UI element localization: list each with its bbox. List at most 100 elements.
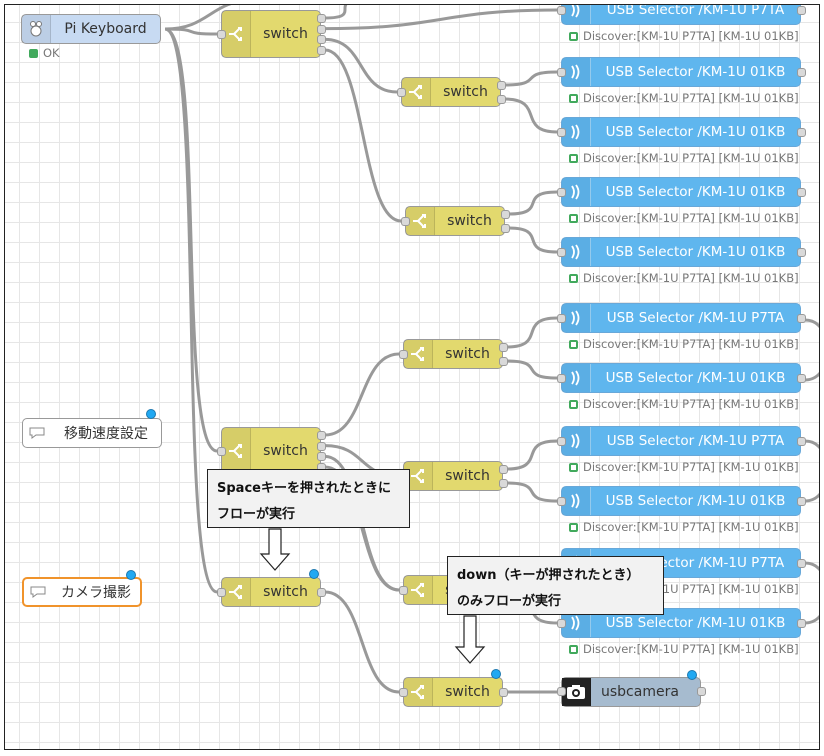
wire[interactable]	[324, 37, 398, 94]
input-port[interactable]	[217, 447, 226, 456]
status-ring-icon	[569, 213, 578, 223]
output-port[interactable]	[499, 479, 508, 488]
input-port[interactable]	[557, 437, 566, 446]
output-port[interactable]	[797, 248, 806, 257]
comment-icon	[23, 419, 51, 447]
input-port[interactable]	[557, 188, 566, 197]
input-port[interactable]	[399, 586, 408, 595]
output-port[interactable]	[797, 374, 806, 383]
input-port[interactable]	[557, 374, 566, 383]
input-port[interactable]	[557, 314, 566, 323]
output-port[interactable]	[697, 687, 706, 696]
output-port[interactable]	[797, 619, 806, 628]
input-port[interactable]	[217, 30, 226, 39]
usb-selector-node[interactable]: USB Selector /KM-1U 01KB	[561, 57, 801, 87]
output-port[interactable]	[317, 452, 326, 462]
switch-node[interactable]: switch	[405, 206, 505, 236]
output-port[interactable]	[797, 559, 806, 568]
comment-speed-node[interactable]: 移動速度設定	[22, 418, 162, 448]
output-port[interactable]	[797, 68, 806, 77]
input-port[interactable]	[557, 128, 566, 137]
usb-selector-node[interactable]: USB Selector /KM-1U 01KB	[561, 177, 801, 207]
output-port[interactable]	[497, 95, 506, 104]
output-port[interactable]	[499, 343, 508, 352]
wire[interactable]	[164, 5, 255, 31]
output-port[interactable]	[497, 81, 506, 90]
usb-selector-node[interactable]: USB Selector /KM-1U P7TA	[561, 303, 801, 333]
input-port[interactable]	[557, 687, 566, 696]
switch-node[interactable]: switch	[403, 461, 503, 491]
input-port[interactable]	[399, 350, 408, 359]
pi-keyboard-node[interactable]: Pi Keyboard	[21, 14, 161, 44]
switch-node[interactable]: switch	[403, 339, 503, 369]
usb-selector-node[interactable]: USB Selector /KM-1U 01KB	[561, 237, 801, 267]
wire[interactable]	[804, 561, 819, 625]
wire[interactable]	[324, 48, 402, 223]
wire[interactable]	[164, 27, 218, 594]
usb-selector-node[interactable]: USB Selector /KM-1U P7TA	[561, 5, 801, 25]
comment-icon	[24, 579, 52, 605]
usbcamera-node[interactable]: usbcamera	[561, 677, 701, 707]
input-port[interactable]	[399, 688, 408, 697]
output-port[interactable]	[499, 465, 508, 474]
wire[interactable]	[508, 226, 558, 254]
switch-node[interactable]: switch	[401, 77, 501, 107]
switch-node[interactable]: switch	[403, 677, 503, 707]
wire[interactable]	[506, 439, 558, 471]
usb-selector-status: Discover:[KM-1U P7TA] [KM-1U 01KB]	[569, 520, 799, 534]
down-arrow-icon	[454, 615, 486, 664]
output-port[interactable]	[317, 431, 326, 440]
output-port[interactable]	[317, 35, 326, 45]
output-port[interactable]	[317, 441, 326, 451]
input-port[interactable]	[557, 6, 566, 15]
output-port[interactable]	[317, 588, 326, 597]
input-port[interactable]	[557, 248, 566, 257]
output-port[interactable]	[499, 688, 508, 697]
wire[interactable]	[324, 8, 558, 31]
switch-label: switch	[263, 584, 308, 600]
output-port[interactable]	[797, 188, 806, 197]
wire[interactable]	[804, 318, 819, 382]
input-port[interactable]	[401, 217, 410, 226]
changed-indicator-dot	[491, 669, 501, 679]
input-port[interactable]	[217, 588, 226, 597]
input-port[interactable]	[557, 497, 566, 506]
output-port[interactable]	[499, 357, 508, 366]
wire[interactable]	[504, 97, 558, 134]
wire[interactable]	[506, 359, 558, 380]
wire[interactable]	[324, 352, 400, 437]
output-port[interactable]	[797, 128, 806, 137]
output-port[interactable]	[317, 46, 326, 55]
wire[interactable]	[324, 590, 400, 694]
wire[interactable]	[164, 27, 218, 453]
output-port[interactable]	[501, 224, 510, 233]
output-port[interactable]	[797, 437, 806, 446]
output-port[interactable]	[501, 210, 510, 219]
usb-selector-node[interactable]: USB Selector /KM-1U 01KB	[561, 117, 801, 147]
switch-label: switch	[443, 84, 488, 100]
output-port[interactable]	[317, 14, 326, 23]
wire[interactable]	[804, 439, 819, 503]
output-port[interactable]	[797, 314, 806, 323]
input-port[interactable]	[557, 68, 566, 77]
switch-node[interactable]: switch	[221, 427, 321, 475]
output-port[interactable]	[797, 497, 806, 506]
switch-icon	[404, 678, 433, 706]
wire[interactable]	[506, 316, 558, 349]
input-port[interactable]	[557, 619, 566, 628]
wire[interactable]	[508, 190, 558, 216]
output-port[interactable]	[317, 24, 326, 34]
comment-camera-node[interactable]: カメラ撮影	[22, 577, 142, 607]
usb-selector-node[interactable]: USB Selector /KM-1U 01KB	[561, 363, 801, 393]
usb-selector-status: Discover:[KM-1U P7TA] [KM-1U 01KB]	[569, 642, 799, 656]
output-port[interactable]	[797, 6, 806, 15]
switch-node[interactable]: switch	[221, 10, 321, 58]
usb-selector-node[interactable]: USB Selector /KM-1U P7TA	[561, 426, 801, 456]
input-port[interactable]	[397, 88, 406, 97]
wire[interactable]	[324, 5, 365, 20]
wire[interactable]	[506, 481, 558, 503]
wire[interactable]	[504, 70, 558, 87]
switch-node[interactable]: switch	[221, 577, 321, 607]
usb-selector-node[interactable]: USB Selector /KM-1U 01KB	[561, 486, 801, 516]
